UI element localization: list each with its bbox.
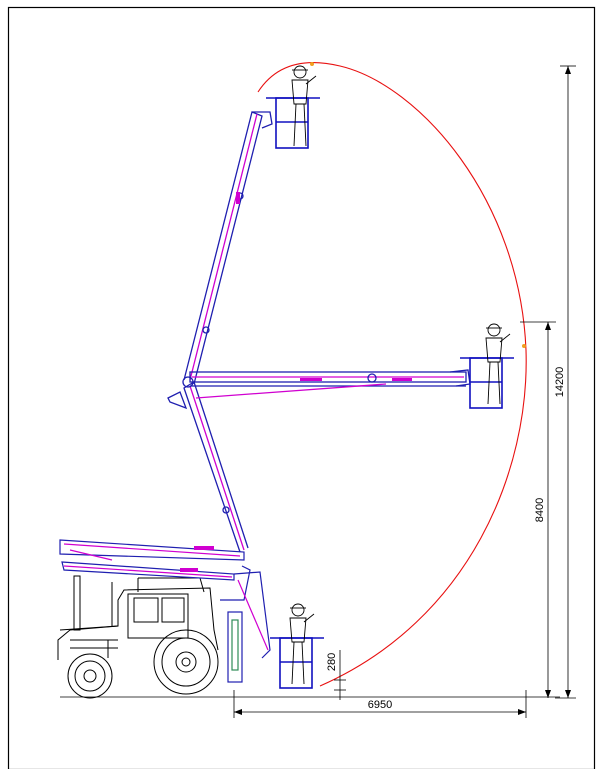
basket-middle [460, 357, 514, 409]
operator-icon [289, 603, 315, 685]
dimension-horizontal-reach: 6950 [368, 699, 392, 711]
horizontal-boom [189, 369, 471, 399]
working-envelope-arc [257, 62, 527, 687]
dimension-lines [60, 65, 576, 718]
tractor-icon [57, 575, 219, 699]
dimension-low-offset: 280 [326, 653, 338, 671]
basket-bottom [270, 637, 324, 689]
dimension-horizontal-height: 8400 [534, 498, 546, 522]
drawing-frame [7, 6, 596, 769]
operator-icon [485, 323, 511, 405]
lower-boom [59, 539, 245, 581]
operator-icon [291, 65, 317, 147]
main-boom [167, 111, 273, 553]
basket-top [266, 97, 320, 149]
reach-marker [310, 62, 314, 66]
dimension-max-height: 14200 [554, 367, 566, 398]
dimension-arrows [234, 66, 571, 715]
turret [220, 565, 271, 683]
reach-marker [522, 344, 526, 348]
